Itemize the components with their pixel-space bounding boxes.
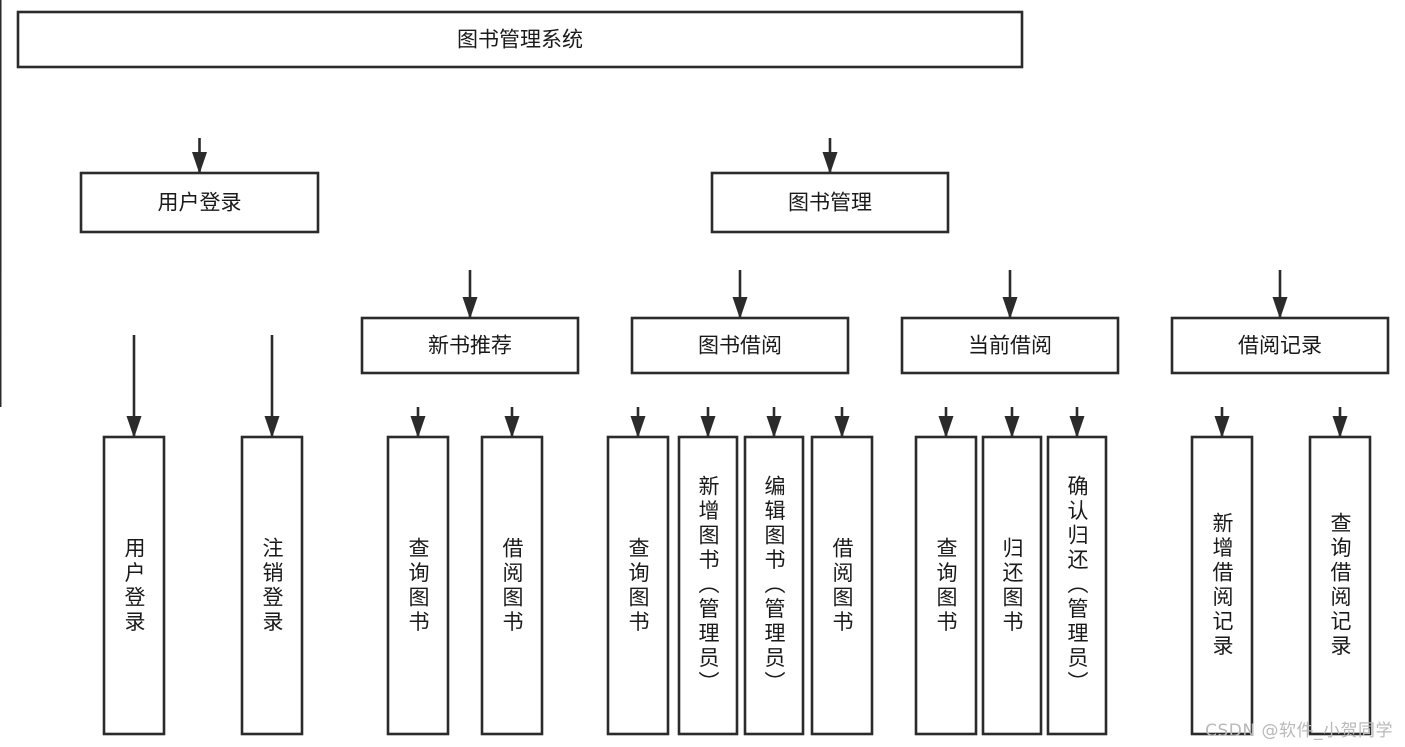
arrow-head-icon: [1004, 416, 1020, 438]
arrow-head-icon: [1332, 416, 1348, 438]
node-box-user-login[interactable]: [79, 171, 320, 234]
node-box-leaf-confirm-return-admin[interactable]: [1046, 435, 1108, 736]
arrow-head-icon: [126, 416, 142, 438]
node-box-leaf-borrow-book-2[interactable]: [810, 435, 874, 736]
arrow-head-icon: [504, 416, 520, 438]
node-box-leaf-add-book-admin[interactable]: [677, 435, 739, 736]
arrow-head-icon: [630, 416, 646, 438]
arrow-head-icon: [834, 416, 850, 438]
node-box-leaf-borrow-book-1[interactable]: [480, 435, 544, 736]
node-box-new-book-recommend[interactable]: [360, 316, 580, 375]
arrow-head-icon: [462, 297, 478, 319]
arrow-head-icon: [410, 416, 426, 438]
arrow-head-icon: [264, 416, 280, 438]
node-box-leaf-query-borrow-record[interactable]: [1308, 435, 1372, 736]
arrow-head-icon: [192, 152, 207, 174]
boxes-layer: [16, 10, 1390, 736]
arrow-head-icon: [700, 416, 716, 438]
node-box-leaf-edit-book-admin[interactable]: [743, 435, 805, 736]
arrow-head-icon: [766, 416, 782, 438]
arrow-head-icon: [1272, 297, 1288, 319]
node-label-new-book-recommend: 新书推荐: [428, 334, 512, 358]
watermark-text: CSDN @软件_小贺同学: [1205, 721, 1393, 741]
node-box-book-manage[interactable]: [710, 171, 950, 234]
arrow-head-icon: [732, 297, 748, 319]
node-box-leaf-user-login[interactable]: [102, 435, 166, 736]
node-box-root[interactable]: [16, 10, 1024, 69]
node-box-leaf-query-book-2[interactable]: [606, 435, 670, 736]
node-label-book-manage: 图书管理: [788, 191, 872, 215]
node-label-root: 图书管理系统: [457, 28, 583, 52]
node-box-book-borrow[interactable]: [630, 316, 850, 375]
arrow-head-icon: [1214, 416, 1230, 438]
node-label-user-login: 用户登录: [158, 191, 242, 215]
node-box-leaf-query-book-3[interactable]: [914, 435, 978, 736]
arrow-head-icon: [1069, 416, 1085, 438]
node-label-book-borrow: 图书借阅: [698, 334, 782, 358]
node-box-borrow-record[interactable]: [1170, 316, 1390, 375]
node-box-leaf-add-borrow-record[interactable]: [1190, 435, 1254, 736]
node-box-current-borrow[interactable]: [900, 316, 1120, 375]
arrow-head-icon: [1002, 297, 1018, 319]
node-box-leaf-user-logout[interactable]: [240, 435, 304, 736]
node-label-current-borrow: 当前借阅: [968, 334, 1052, 358]
connectors-layer: [0, 0, 1348, 438]
arrow-head-icon: [938, 416, 954, 438]
arrow-head-icon: [822, 152, 838, 174]
node-box-leaf-return-book[interactable]: [981, 435, 1043, 736]
node-box-leaf-query-book-1[interactable]: [386, 435, 450, 736]
node-label-borrow-record: 借阅记录: [1238, 334, 1322, 358]
